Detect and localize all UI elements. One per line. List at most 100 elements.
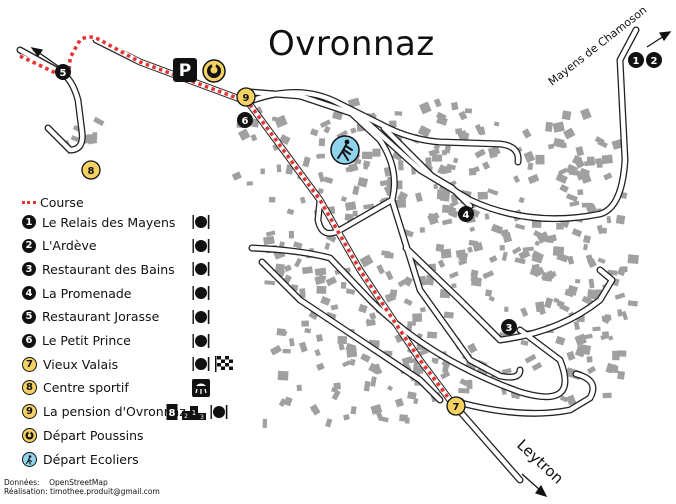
building [345,342,357,353]
building [531,362,543,372]
building [606,215,612,224]
building [559,395,569,403]
building [407,391,417,400]
building [350,127,357,134]
building [345,288,356,295]
building [561,110,572,121]
legend-item-label: Départ Ecoliers [43,451,139,467]
legend-badge-5: 5 [22,309,36,324]
building [586,356,593,363]
building [504,306,509,312]
building [389,120,397,128]
legend-item-icons [192,212,210,232]
legend-badge-1: 1 [22,215,36,229]
building [474,148,486,159]
building [419,101,432,115]
building [464,108,473,114]
building [566,284,578,296]
building [602,392,612,399]
building [368,362,379,374]
map-title: Ovronnaz [268,24,435,64]
legend-item-label: Restaurant Jorasse [42,309,160,325]
building [482,161,491,170]
building [269,344,282,356]
building [488,255,498,263]
building [596,163,603,168]
building [308,310,319,320]
building [533,266,545,278]
building [330,304,339,311]
building [607,335,614,341]
building [580,107,592,121]
building [428,148,440,157]
building [571,154,583,166]
building [419,306,426,313]
building [347,97,361,108]
building [534,240,541,247]
building [262,418,268,428]
building [363,380,371,392]
building [276,164,282,173]
building [310,406,317,412]
building [318,153,325,159]
legend-badge-9: 9 [22,404,37,420]
legend-item-icons [192,283,210,303]
building [323,125,331,134]
building [370,376,377,387]
building [440,370,451,380]
building [354,158,362,165]
building [302,156,311,168]
building [546,234,557,243]
restaurant-icon [210,403,228,421]
building [340,196,348,203]
credits-data-source: Données: OpenStreetMap [4,478,108,487]
course-line-icon [22,200,36,204]
building [314,267,327,276]
building [437,259,446,269]
bib-icon: 8 [166,403,178,421]
map-marker-6: 6 [237,112,253,128]
arrow-to-leytron-icon [521,473,548,497]
building [389,289,398,298]
svg-text:8: 8 [88,166,95,177]
building [468,239,479,247]
svg-text:P: P [179,61,191,81]
svg-text:5: 5 [60,68,67,79]
building [345,201,357,211]
building [441,218,453,226]
building [288,337,295,347]
building [592,326,601,332]
svg-text:8: 8 [169,408,176,419]
building [474,123,484,135]
building [250,133,258,142]
map-marker-3: 3 [501,319,517,335]
legend-course: Course [22,194,84,210]
building [467,246,474,253]
building [573,320,581,331]
building [413,397,419,405]
legend-item-icons [192,378,210,398]
building [555,335,566,346]
building [279,134,291,145]
building [331,389,341,401]
arrow-to-1-2-icon [646,31,672,48]
building [597,139,608,149]
building [574,279,581,284]
building [500,228,509,237]
building [574,333,587,346]
building [276,328,286,337]
building [439,190,451,202]
building [458,110,468,121]
building [263,235,275,246]
building [567,255,575,265]
restaurant-icon [192,213,210,231]
building [600,333,610,341]
building [70,135,80,143]
building [294,257,302,268]
parking-icon: P [173,58,197,82]
building [511,246,522,255]
building [501,251,508,262]
checkered-flag-icon [214,355,236,373]
building [490,223,504,235]
